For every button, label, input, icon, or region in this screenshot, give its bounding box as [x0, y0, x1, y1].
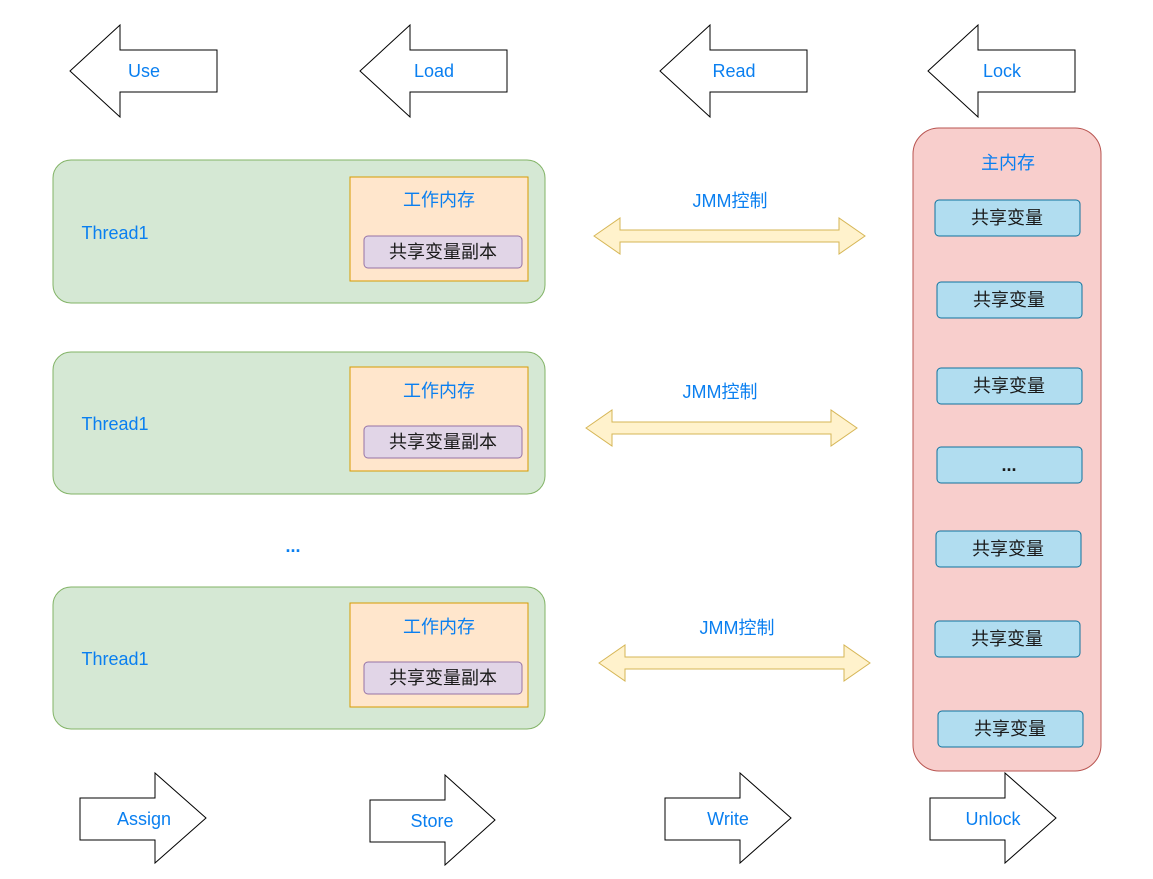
shared-var-box: [935, 530, 1082, 568]
thread-box-2: Thread1 工作内存 共享变量副本: [52, 351, 546, 495]
left-arrow-shape: [359, 23, 508, 119]
bottom-op-unlock: Unlock: [929, 771, 1057, 865]
top-op-load: Load: [359, 23, 508, 119]
work-memory-title: 工作内存: [403, 617, 475, 637]
shared-var-label: 共享变量: [971, 208, 1043, 228]
shared-var-box: [934, 620, 1081, 658]
op-label: Lock: [983, 61, 1022, 81]
main-memory-box: 主内存 共享变量 共享变量 共享变量 ... 共享变量 共享变量 共享变量: [912, 127, 1102, 772]
op-label: Read: [712, 61, 755, 81]
op-label: Load: [414, 61, 454, 81]
double-arrow-shape: [593, 217, 866, 255]
work-memory-title: 工作内存: [403, 381, 475, 401]
main-memory-title: 主内存: [981, 153, 1035, 173]
op-label: Assign: [117, 809, 171, 829]
right-arrow-shape: [369, 773, 496, 867]
shared-var-box: [936, 281, 1083, 319]
shared-var-copy-box: [363, 425, 523, 459]
double-arrow-shape: [585, 409, 858, 447]
thread-box-3: Thread1 工作内存 共享变量副本: [52, 586, 546, 730]
op-label: Unlock: [965, 809, 1021, 829]
shared-var-ellipsis: ...: [1001, 455, 1016, 475]
shared-var-box: [937, 710, 1084, 748]
op-label: Store: [410, 811, 453, 831]
jmm-link-3: JMM控制: [598, 618, 871, 682]
top-op-read: Read: [659, 23, 808, 119]
shared-var-label: 共享变量: [973, 290, 1045, 310]
thread-name: Thread1: [81, 414, 148, 434]
bottom-op-write: Write: [664, 771, 792, 865]
shared-var-copy-label: 共享变量副本: [389, 242, 497, 262]
double-arrow-shape: [598, 644, 871, 682]
shared-var-label: 共享变量: [973, 376, 1045, 396]
bottom-op-store: Store: [369, 773, 496, 867]
jmm-link-label: JMM控制: [693, 191, 768, 211]
top-op-lock: Lock: [927, 23, 1076, 119]
op-label: Use: [128, 61, 160, 81]
shared-var-copy-box: [363, 661, 523, 695]
shared-var-box: [936, 367, 1083, 405]
left-arrow-shape: [69, 23, 218, 119]
shared-var-copy-label: 共享变量副本: [389, 668, 497, 688]
shared-var-label: 共享变量: [972, 539, 1044, 559]
left-arrow-shape: [927, 23, 1076, 119]
top-op-use: Use: [69, 23, 218, 119]
jmm-link-label: JMM控制: [683, 382, 758, 402]
op-label: Write: [707, 809, 749, 829]
thread-name: Thread1: [81, 649, 148, 669]
shared-var-ellipsis-box: [936, 446, 1083, 484]
shared-var-label: 共享变量: [971, 629, 1043, 649]
right-arrow-shape: [664, 771, 792, 865]
shared-var-box: [934, 199, 1081, 237]
jmm-link-label: JMM控制: [700, 618, 775, 638]
thread-name: Thread1: [81, 223, 148, 243]
left-arrow-shape: [659, 23, 808, 119]
jmm-link-1: JMM控制: [593, 191, 866, 255]
shared-var-label: 共享变量: [974, 719, 1046, 739]
right-arrow-shape: [79, 771, 207, 865]
thread-box-1: Thread1 工作内存 共享变量副本: [52, 159, 546, 304]
work-memory-title: 工作内存: [403, 190, 475, 210]
bottom-op-assign: Assign: [79, 771, 207, 865]
jmm-link-2: JMM控制: [585, 382, 858, 447]
right-arrow-shape: [929, 771, 1057, 865]
threads-ellipsis: ...: [285, 536, 300, 556]
shared-var-copy-box: [363, 235, 523, 269]
shared-var-copy-label: 共享变量副本: [389, 432, 497, 452]
